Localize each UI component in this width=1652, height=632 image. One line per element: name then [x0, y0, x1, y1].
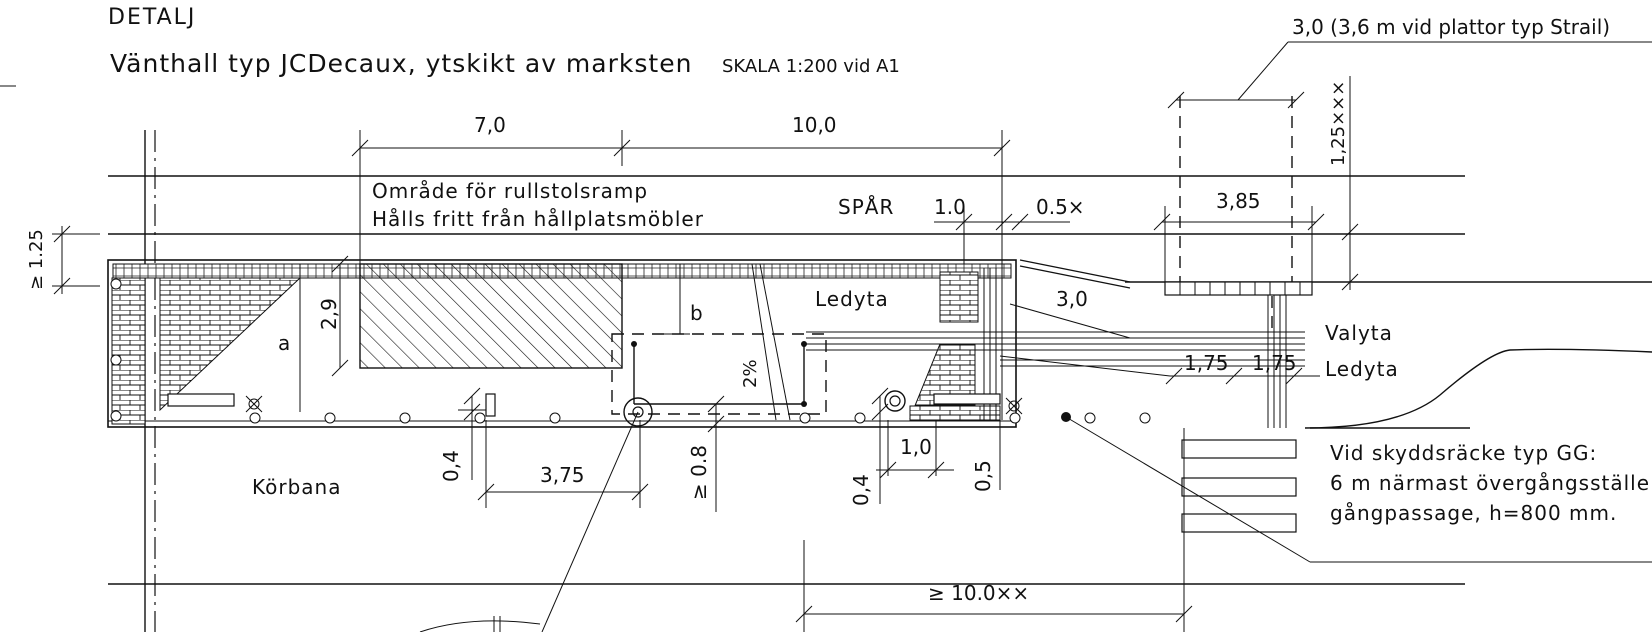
grid-lines: [144, 130, 156, 632]
label-a: a: [278, 331, 291, 355]
dim-0-5-x: 0.5×: [1036, 195, 1085, 219]
dim-1-0-small: 1.0: [934, 195, 966, 219]
zone-label-line1: Område för rullstolsramp: [372, 179, 648, 203]
dim-min-0-8: ≥ 0.8: [687, 445, 711, 500]
note-line3: gångpassage, h=800 mm.: [1330, 501, 1617, 525]
dim-1-75-b: 1,75: [1252, 351, 1297, 375]
railing-blocks: [1065, 416, 1652, 563]
dim-0-5: 0,5: [971, 460, 995, 492]
korbana-label: Körbana: [252, 475, 341, 499]
dim-3-85: 3,85: [1216, 189, 1261, 213]
ledyta-top-label: Ledyta: [815, 287, 889, 311]
track-label: SPÅR: [838, 195, 894, 219]
note-line2: 6 m närmast övergångsställe: [1330, 471, 1650, 495]
dim-1-75-a: 1,75: [1184, 351, 1229, 375]
scale-label: SKALA 1:200 vid A1: [722, 56, 900, 77]
drawing-title: Vänthall typ JCDecaux, ytskikt av markst…: [110, 49, 692, 78]
valyta-label: Valyta: [1325, 321, 1393, 345]
dim-3-75: 3,75: [540, 463, 585, 487]
platform: [107, 259, 1313, 428]
ledyta-right-label: Ledyta: [1325, 357, 1399, 381]
dim-top-right: 3,0 (3,6 m vid plattor typ Strail): [1292, 15, 1610, 39]
dim-min-1-25: ≥ 1.25: [26, 229, 47, 290]
right-shelter-outline: [1179, 96, 1293, 330]
dim-min-10-0-xx: ≥ 10.0××: [928, 581, 1029, 605]
slope-label: 2%: [740, 359, 761, 388]
zone-label-line2: Hålls fritt från hållplatsmöbler: [372, 207, 704, 231]
dim-0-4-left: 0,4: [439, 450, 463, 482]
dim-1-0: 1,0: [900, 435, 932, 459]
note-line1: Vid skyddsräcke typ GG:: [1330, 441, 1597, 465]
dim-1-25-xxx: 1,25×××: [1328, 81, 1349, 166]
dim-7-0: 7,0: [474, 113, 506, 137]
dimension-lines: [52, 41, 1652, 632]
label-b: b: [690, 301, 704, 325]
dim-2-9: 2,9: [317, 298, 341, 330]
dim-10-0: 10,0: [792, 113, 837, 137]
dim-0-4-right: 0,4: [849, 474, 873, 506]
dim-3-0: 3,0: [1056, 287, 1088, 311]
detail-label: DETALJ: [108, 5, 196, 30]
